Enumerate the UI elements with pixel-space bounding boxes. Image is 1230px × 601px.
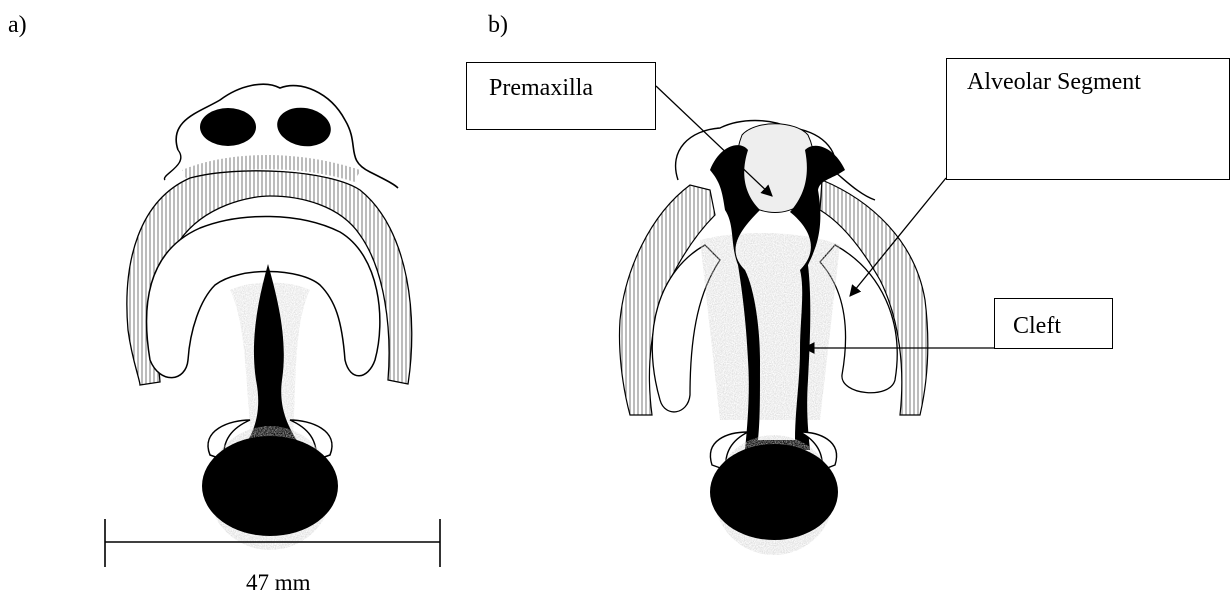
panel-label-b: b) [488, 12, 508, 39]
callout-alveolar-segment: Alveolar Segment [946, 58, 1230, 180]
pharynx-b [710, 444, 838, 540]
callout-premaxilla: Premaxilla [466, 62, 656, 130]
callout-premaxilla-text: Premaxilla [489, 75, 593, 101]
right-nostril [274, 104, 334, 151]
left-nostril [200, 108, 256, 146]
palate-cleft-drawing [619, 121, 927, 556]
scale-bar-label: 47 mm [246, 570, 311, 596]
callout-cleft-text: Cleft [1013, 313, 1061, 339]
panel-label-a: a) [8, 12, 27, 39]
palate-normal-drawing [127, 84, 412, 550]
callout-cleft: Cleft [994, 298, 1113, 349]
callout-alveolar-segment-text: Alveolar Segment [967, 69, 1141, 95]
